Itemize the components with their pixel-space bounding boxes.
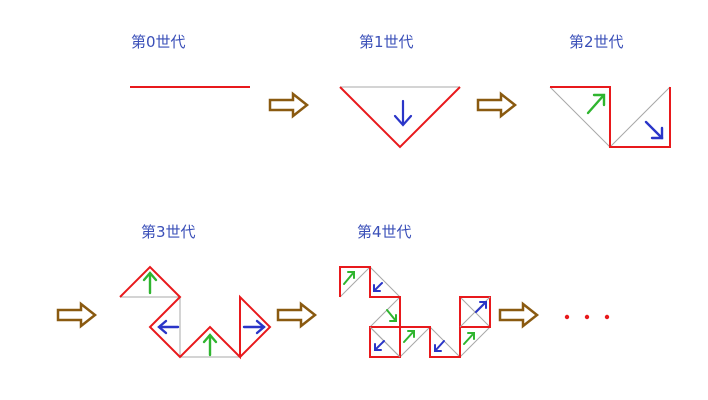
gen3-label: 第3世代 <box>141 223 196 241</box>
transition-arrow-icon <box>498 302 539 328</box>
arrow-up-icon <box>386 309 397 322</box>
arrow-up-icon <box>463 332 475 345</box>
gen1-curve <box>339 86 461 149</box>
gen4-label: 第4世代 <box>357 223 412 241</box>
arrow-up-icon <box>202 333 218 357</box>
gen2-label: 第2世代 <box>569 33 624 51</box>
ellipsis-icon <box>564 314 610 320</box>
transition-arrow-icon <box>276 302 317 328</box>
arrow-up-icon <box>343 271 355 285</box>
arrow-down-icon <box>475 301 487 313</box>
transition-arrow-icon <box>268 92 309 118</box>
arrow-down-icon <box>434 340 445 352</box>
gen4-curve <box>339 266 491 359</box>
gen2-curve <box>549 86 671 148</box>
arrow-down-icon <box>644 120 664 140</box>
arrow-down-icon <box>242 319 266 335</box>
arrow-down-icon <box>373 282 383 292</box>
arrow-down-icon <box>157 319 180 335</box>
gen0-label: 第0世代 <box>131 33 186 51</box>
arrow-down-icon <box>374 340 385 351</box>
arrow-up-icon <box>586 93 606 115</box>
arrow-up-icon <box>142 271 158 295</box>
transition-arrow-icon <box>56 302 97 328</box>
arrow-down-icon <box>393 99 413 127</box>
gen3-curve <box>119 265 272 360</box>
arrow-up-icon <box>403 330 415 343</box>
gen1-label: 第1世代 <box>359 33 414 51</box>
transition-arrow-icon <box>476 92 517 118</box>
